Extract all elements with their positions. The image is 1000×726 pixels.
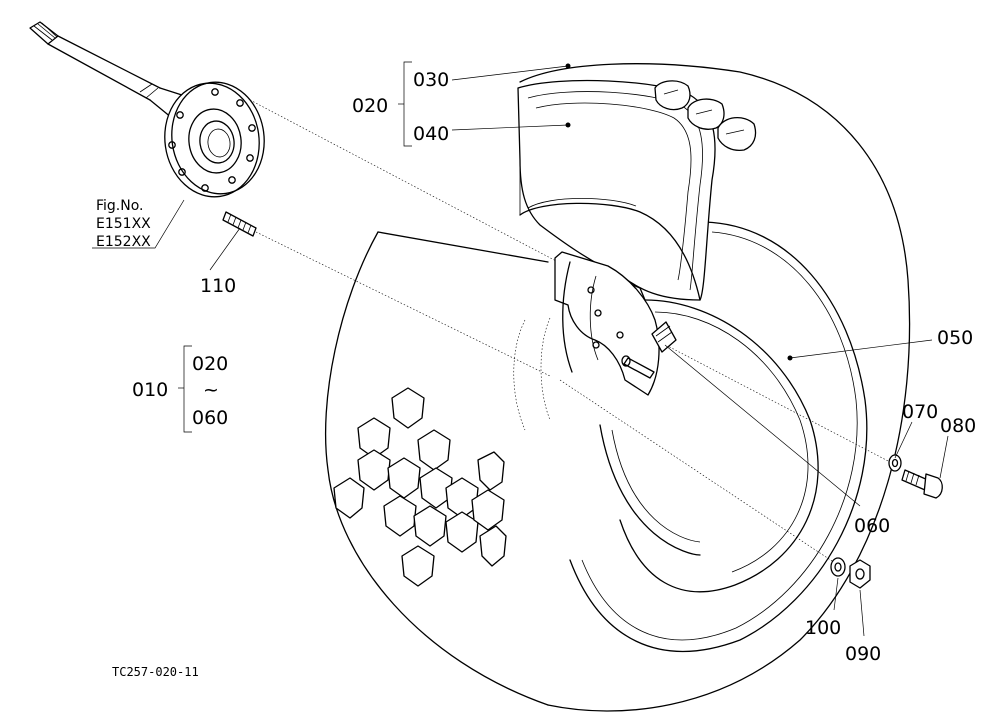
label-020: 020 bbox=[352, 95, 388, 117]
bolt-080 bbox=[901, 469, 943, 499]
bracket-010 bbox=[178, 345, 192, 433]
fig-ref-line1: E151XX bbox=[96, 216, 151, 232]
label-070: 070 bbox=[902, 401, 938, 423]
label-110: 110 bbox=[200, 275, 236, 297]
washer-100 bbox=[830, 557, 846, 577]
label-100: 100 bbox=[805, 617, 841, 639]
tube-040 bbox=[517, 79, 716, 301]
axle-shaft bbox=[29, 21, 265, 198]
fig-ref-line2: E152XX bbox=[96, 234, 151, 250]
washer-070 bbox=[888, 454, 902, 472]
drawing-code: TC257-020-11 bbox=[112, 665, 199, 679]
nut-090 bbox=[849, 559, 871, 589]
label-010: 010 bbox=[132, 379, 168, 401]
valve-060 bbox=[621, 321, 861, 507]
group-010-from: 020 bbox=[192, 353, 228, 375]
label-030: 030 bbox=[413, 69, 449, 91]
group-010-tilde: ~ bbox=[203, 379, 219, 401]
fig-ref-title: Fig.No. bbox=[96, 198, 144, 214]
rim-disc-050 bbox=[513, 251, 660, 431]
leader-lines bbox=[92, 63, 949, 637]
tread-lugs-face bbox=[333, 387, 507, 587]
alignment-lines bbox=[249, 99, 891, 566]
label-050: 050 bbox=[937, 327, 973, 349]
label-040: 040 bbox=[413, 123, 449, 145]
group-010-to: 060 bbox=[192, 407, 228, 429]
tire-030 bbox=[324, 63, 911, 712]
label-090: 090 bbox=[845, 643, 881, 665]
tread-lugs-top bbox=[654, 80, 757, 152]
label-060: 060 bbox=[854, 515, 890, 537]
stud-bolt-110 bbox=[209, 211, 257, 271]
label-080: 080 bbox=[940, 415, 976, 437]
bracket-020 bbox=[398, 61, 412, 147]
